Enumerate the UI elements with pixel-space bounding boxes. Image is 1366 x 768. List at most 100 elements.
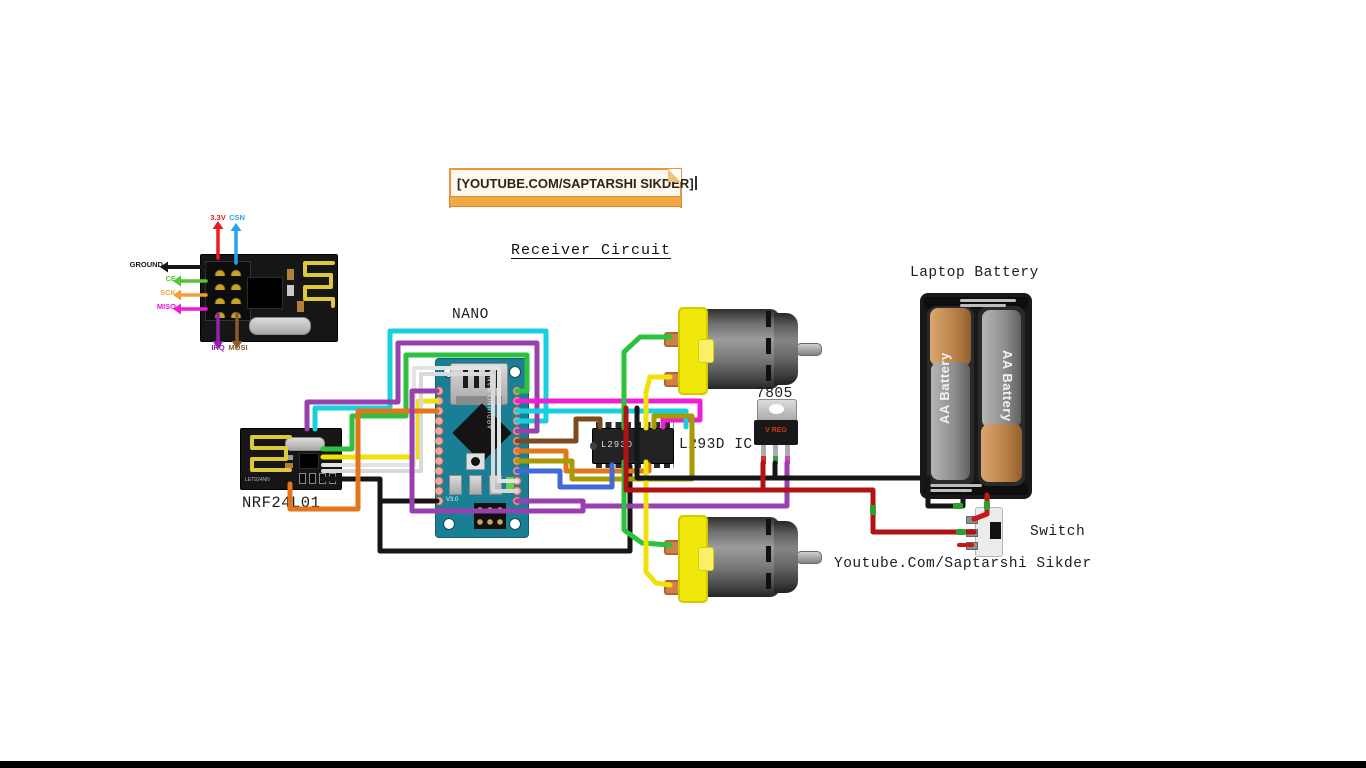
battery-text: AA Battery bbox=[937, 352, 952, 424]
mounting-hole bbox=[443, 518, 455, 530]
nano-right-pins bbox=[512, 386, 522, 506]
mounting-hole bbox=[509, 518, 521, 530]
motor-end-cap bbox=[774, 521, 798, 593]
label-switch: Switch bbox=[1030, 524, 1086, 540]
label-laptop-battery: Laptop Battery bbox=[910, 265, 1039, 281]
letterbox-bottom bbox=[0, 761, 1366, 768]
battery-copper-top bbox=[930, 308, 971, 366]
arrowhead-arrow-ce bbox=[173, 275, 181, 287]
note-bottom-bar bbox=[449, 196, 682, 207]
battery-holder: AA Battery AA Battery bbox=[920, 293, 1032, 499]
regulator-marking: V REG bbox=[765, 427, 787, 434]
nano-version-text: V3.0 bbox=[446, 497, 459, 503]
tab-hole bbox=[769, 404, 784, 414]
pinout-label-33v: 3.3V bbox=[210, 213, 225, 222]
crystal-oscillator bbox=[249, 317, 311, 335]
pin-slot bbox=[319, 473, 326, 484]
motor-stripe bbox=[766, 311, 771, 387]
heatshrink-band bbox=[956, 529, 966, 535]
nrf24l01-module: LET924NN bbox=[240, 428, 342, 490]
contact-spring bbox=[960, 304, 1006, 307]
switch-slider[interactable] bbox=[990, 522, 1001, 539]
reset-button-cap bbox=[471, 457, 480, 466]
capacitor bbox=[469, 475, 482, 495]
nano-left-pins bbox=[434, 386, 444, 506]
motor-shaft bbox=[796, 343, 822, 356]
pinout-label-csn: CSN bbox=[229, 213, 245, 222]
nano-brand-text: ARDUINO NANO bbox=[488, 370, 494, 429]
capacitor bbox=[449, 475, 462, 495]
pin-slot bbox=[299, 473, 306, 484]
pinout-label-mosi: MOSI bbox=[228, 343, 247, 352]
smd-component bbox=[287, 269, 294, 280]
leg-band-magenta bbox=[785, 456, 790, 464]
leg-band-red bbox=[761, 456, 766, 464]
wire-blue bbox=[514, 462, 615, 490]
wire-black-power bbox=[634, 405, 966, 509]
label-credit: Youtube.Com/Saptarshi Sikder bbox=[834, 556, 1092, 572]
wire-brown bbox=[514, 416, 603, 444]
dc-motor-bottom bbox=[664, 513, 822, 603]
pin-slot bbox=[329, 473, 336, 484]
heatshrink-band bbox=[953, 503, 963, 509]
arrowhead-arrow-ground bbox=[160, 261, 168, 273]
cap-boss bbox=[698, 339, 714, 363]
l293d-marking: L293D bbox=[601, 440, 634, 450]
slide-switch[interactable] bbox=[975, 507, 1003, 557]
usb-mini-connector bbox=[450, 363, 508, 405]
motor-shaft bbox=[796, 551, 822, 564]
switch-pin bbox=[966, 542, 978, 550]
contact-spring bbox=[930, 484, 982, 487]
pinout-label-ce: CE bbox=[166, 274, 176, 283]
battery-text: AA Battery bbox=[1000, 350, 1015, 422]
text-cursor bbox=[694, 176, 697, 190]
crystal-oscillator bbox=[285, 437, 325, 451]
l293d-ic: L293D bbox=[590, 428, 674, 464]
pinout-label-sck: SCK bbox=[160, 288, 176, 297]
label-nano: NANO bbox=[452, 307, 489, 323]
note-fold-corner bbox=[668, 169, 681, 182]
pin-header bbox=[205, 261, 251, 321]
smd-component bbox=[297, 301, 304, 312]
capacitor bbox=[489, 475, 502, 495]
wire-green-motor-bottom bbox=[621, 459, 673, 548]
module-marking: LET924NN bbox=[245, 477, 270, 483]
pinout-label-miso: MISO bbox=[157, 302, 176, 311]
label-7805: 7805 bbox=[756, 386, 793, 402]
arrowhead-arrow-irq bbox=[212, 341, 224, 349]
pinout-label-ground: GROUND bbox=[130, 260, 164, 269]
page-title: Receiver Circuit bbox=[511, 242, 672, 259]
heatshrink-band bbox=[870, 505, 876, 515]
label-l293d: L293D IC bbox=[679, 437, 753, 453]
mounting-hole bbox=[509, 366, 521, 378]
cap-boss bbox=[698, 547, 714, 571]
aa-battery-left: AA Battery bbox=[927, 306, 974, 486]
rf-chip bbox=[299, 453, 319, 469]
note-text[interactable]: [YOUTUBE.COM/SAPTARSHI SIKDER] bbox=[457, 176, 697, 191]
arrowhead-arrow-miso bbox=[173, 303, 181, 315]
motor-front-cap bbox=[678, 307, 714, 395]
contact-spring bbox=[960, 299, 1016, 302]
arrowhead-arrow-sck bbox=[173, 289, 181, 301]
usb-base bbox=[456, 396, 502, 404]
wire-purple-7805 bbox=[514, 460, 790, 509]
nrf24l01-pinout-module bbox=[200, 254, 338, 342]
pin-slot bbox=[309, 473, 316, 484]
label-nrf24l01: NRF24L01 bbox=[242, 494, 321, 512]
smd-component bbox=[285, 455, 293, 460]
battery-gray-body bbox=[982, 310, 1021, 428]
arrowhead-arrow-3v3 bbox=[212, 221, 224, 229]
aa-battery-right: AA Battery bbox=[978, 306, 1025, 486]
regulator-tab bbox=[757, 399, 797, 422]
leg-band-green bbox=[773, 456, 778, 464]
rf-chip bbox=[247, 277, 283, 309]
switch-pin bbox=[966, 529, 978, 537]
dip-notch bbox=[590, 442, 597, 450]
icsp-header bbox=[474, 503, 506, 529]
pinout-label-irq: IRQ bbox=[211, 343, 225, 352]
arrowhead-arrow-mosi bbox=[231, 341, 243, 349]
motor-end-cap bbox=[774, 313, 798, 385]
smd-component bbox=[285, 463, 293, 468]
battery-copper-bottom bbox=[981, 424, 1022, 482]
